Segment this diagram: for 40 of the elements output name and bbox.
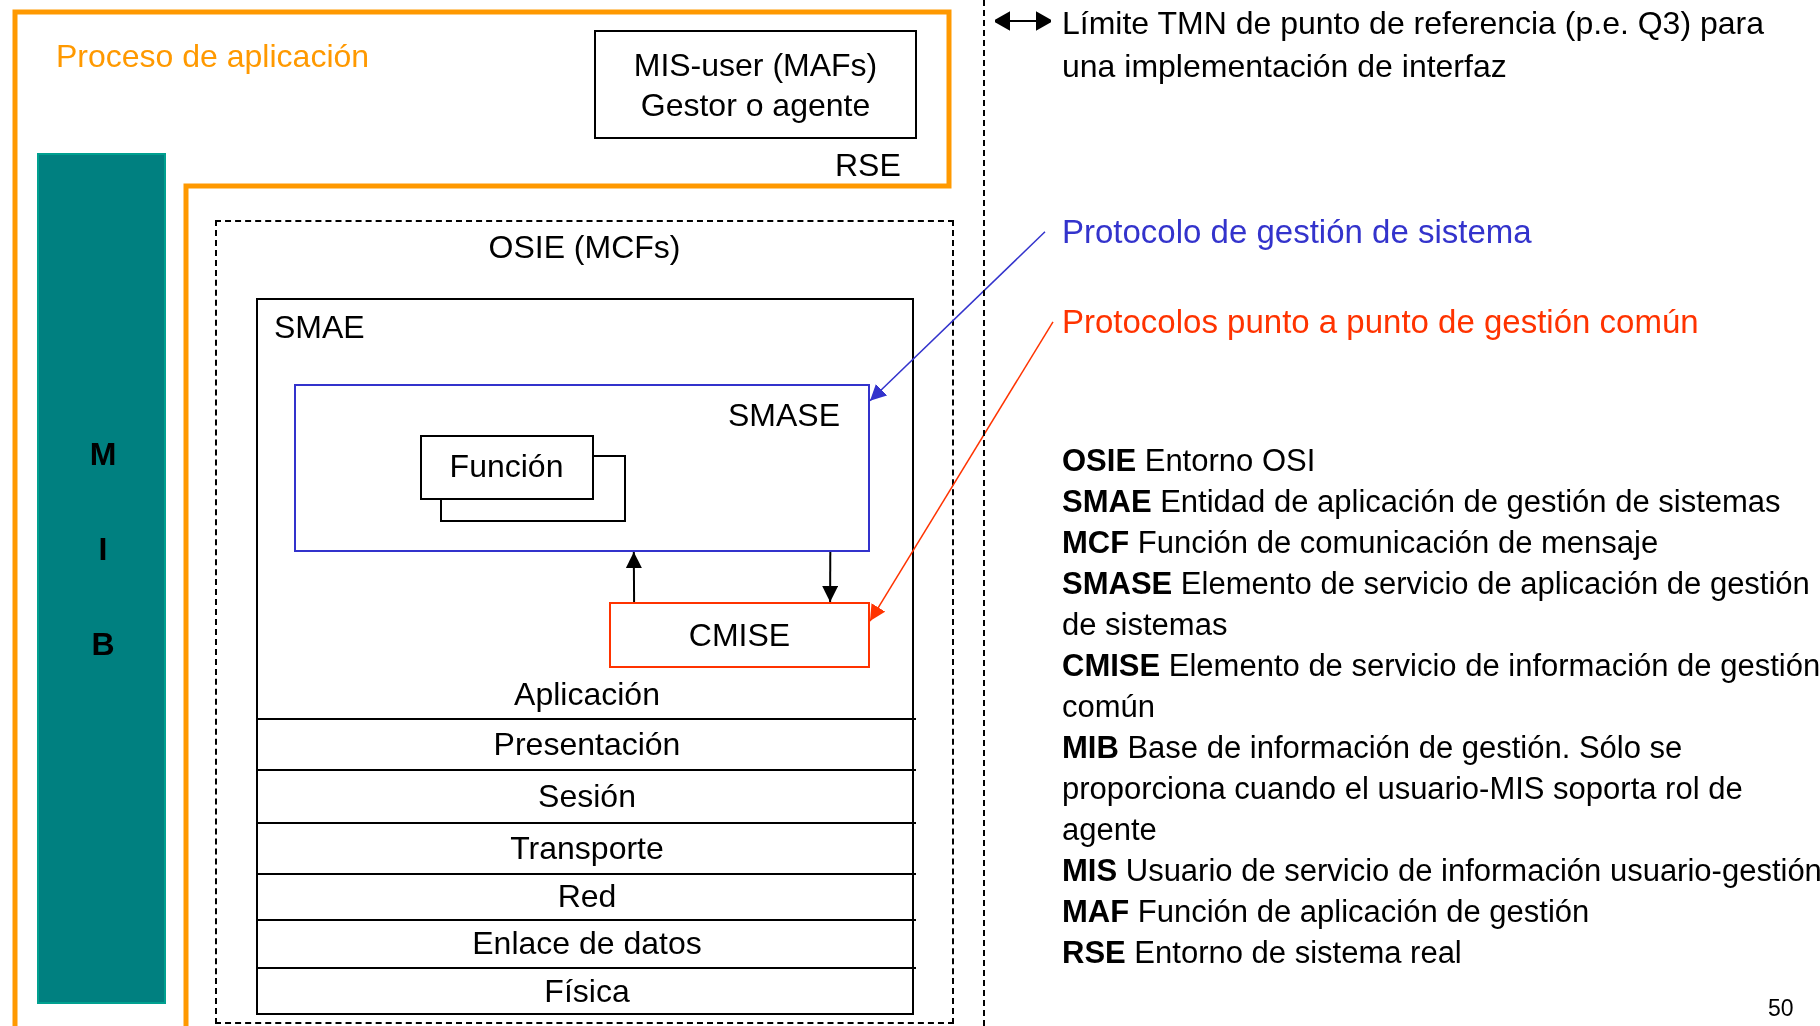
layer-label: Presentación: [493, 726, 681, 763]
glossary-entry: SMAE Entidad de aplicación de gestión de sistemas: [1062, 483, 1782, 521]
container-title: OSIE (MCFs): [487, 228, 682, 267]
layer-label: Física: [544, 974, 630, 1010]
service-box: [294, 384, 870, 552]
layer-label: Enlace de datos: [472, 926, 702, 962]
entity-box: [256, 298, 914, 1015]
arrow: [869, 321, 1054, 622]
layer-label: Transporte: [510, 830, 664, 867]
layer-label: Red: [557, 879, 617, 915]
page-number: 50: [1768, 995, 1794, 1023]
legend-text: Límite TMN de punto de referencia (p.e. Q3) para una implementación de interfaz: [1062, 4, 1765, 86]
glossary-entry: MAF Función de aplicación de gestión: [1062, 893, 1591, 931]
layer-label: Sesión: [538, 778, 636, 815]
process-box: [594, 30, 917, 139]
region-title: Proceso de aplicación: [56, 37, 370, 76]
database-bar: [37, 153, 166, 1004]
arrow: [822, 551, 839, 603]
box-label: CMISE: [687, 616, 792, 655]
glossary-entry: MCF Función de comunicación de mensaje: [1062, 524, 1660, 562]
glossary-entry: MIS Usuario de servicio de información usuario-gestión: [1062, 852, 1820, 890]
layer-label: Aplicación: [514, 676, 660, 713]
arrow: [869, 231, 1046, 402]
process-outline: [12, 9, 952, 1026]
annotation-text: Protocolo de gestión de sistema: [1062, 212, 1532, 252]
annotation-text: Protocolos punto a punto de gestión común: [1062, 302, 1699, 342]
stacked-box: [420, 435, 626, 522]
service-box: [609, 602, 870, 668]
vertical-label: M I B: [89, 435, 117, 664]
region-label: RSE: [835, 146, 901, 185]
glossary-entry: MIB Base de información de gestión. Sólo se proporciona cuando el usuario-MIS soporta rol de agente: [1062, 729, 1744, 849]
glossary-entry: CMISE Elemento de servicio de información de gestión común: [1062, 647, 1820, 726]
arrow: [625, 551, 642, 603]
container-title: SMAE: [274, 308, 365, 347]
glossary-entry: SMASE Elemento de servicio de aplicación de gestión de sistemas: [1062, 565, 1811, 644]
glossary-entry: OSIE Entorno OSI: [1062, 442, 1317, 480]
box-label: MIS-user (MAFs) Gestor o agente: [632, 45, 879, 125]
box-label: Función: [448, 447, 565, 486]
box-label: SMASE: [728, 396, 841, 435]
glossary-entry: RSE Entorno de sistema real: [1062, 934, 1463, 972]
